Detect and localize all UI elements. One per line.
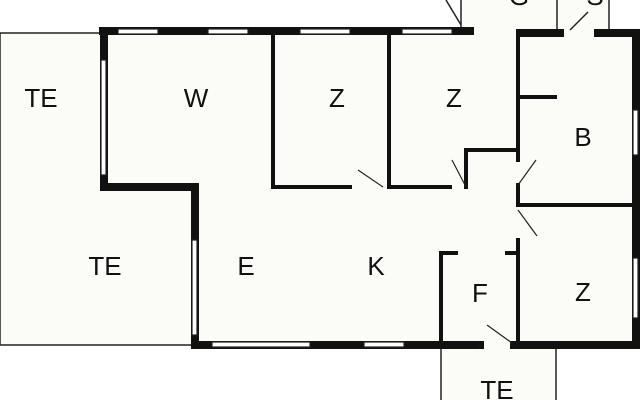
window-right-1	[632, 109, 639, 156]
label-terrace-left-bottom: TE	[88, 251, 121, 281]
interior-walls	[271, 31, 638, 347]
window-bottom-2	[363, 341, 405, 348]
door-z2	[451, 159, 467, 188]
window-top-2	[207, 28, 249, 35]
label-bathroom: B	[574, 122, 591, 152]
door-z1	[357, 169, 384, 188]
label-terrace-bottom: TE	[480, 375, 513, 400]
window-left-1	[100, 59, 107, 176]
window-top-4	[401, 28, 453, 35]
door-b	[517, 159, 537, 186]
window-top-3	[299, 28, 351, 35]
label-hall: F	[472, 278, 488, 308]
label-storage-1: G	[509, 0, 529, 11]
window-left-2	[191, 239, 198, 336]
label-terrace-left-top: TE	[24, 83, 57, 113]
storage-door-swing	[445, 0, 462, 26]
label-living: W	[184, 83, 209, 113]
thin-outlines	[0, 0, 610, 400]
door-f	[486, 324, 513, 344]
label-bedroom-3: Z	[575, 277, 591, 307]
room-labels: TE W Z Z B TE E K F Z TE G S	[24, 0, 603, 400]
window-bottom-1	[211, 341, 311, 348]
window-right-2	[632, 257, 639, 319]
label-bedroom-1: Z	[329, 83, 345, 113]
label-bedroom-2: Z	[446, 83, 462, 113]
storage-door-swing-2	[569, 11, 589, 31]
door-swings	[357, 159, 538, 348]
terrace-bottom-area	[441, 346, 556, 400]
door-z3	[517, 209, 538, 237]
window-top-1	[117, 28, 159, 35]
terrace-left-outline	[0, 32, 195, 346]
windows	[100, 28, 639, 348]
label-storage-2: S	[586, 0, 603, 11]
label-dining: E	[237, 251, 254, 281]
label-kitchen: K	[367, 251, 385, 281]
